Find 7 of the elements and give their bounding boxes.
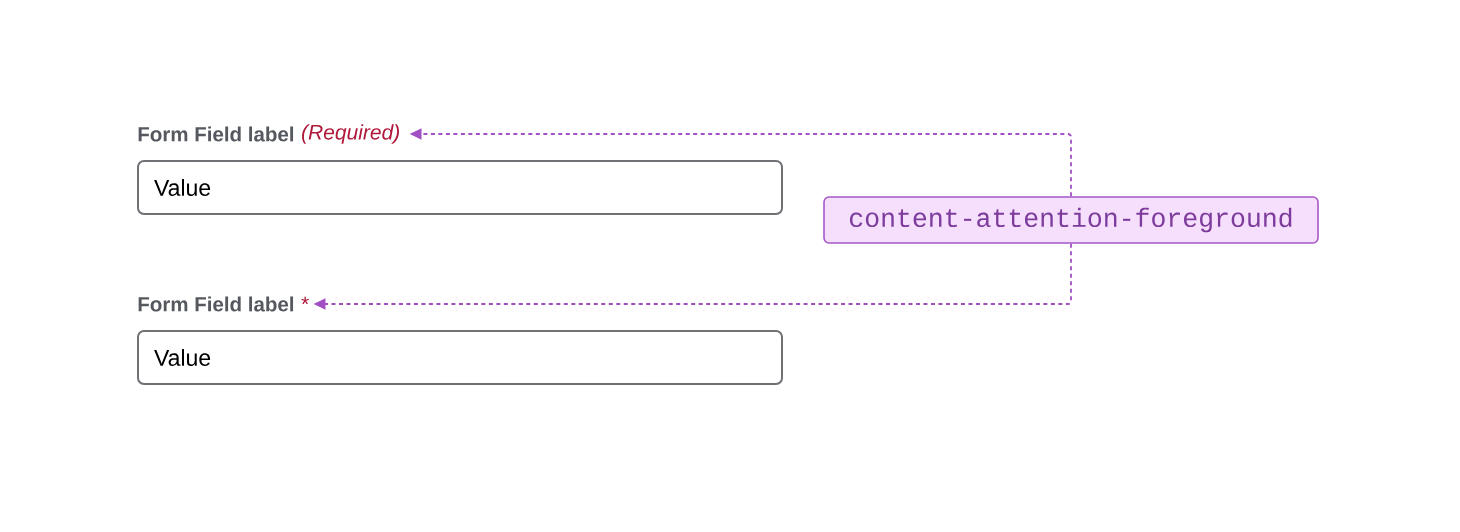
required-asterisk: *: [301, 296, 309, 305]
field-label: Form Field label: [138, 296, 294, 312]
input-field: Value: [137, 160, 783, 215]
required-text: (Required): [302, 124, 399, 144]
token-box: content-attention-foreground: [823, 196, 1319, 244]
field-label: Form Field label: [138, 126, 294, 142]
input-field: Value: [137, 330, 783, 385]
